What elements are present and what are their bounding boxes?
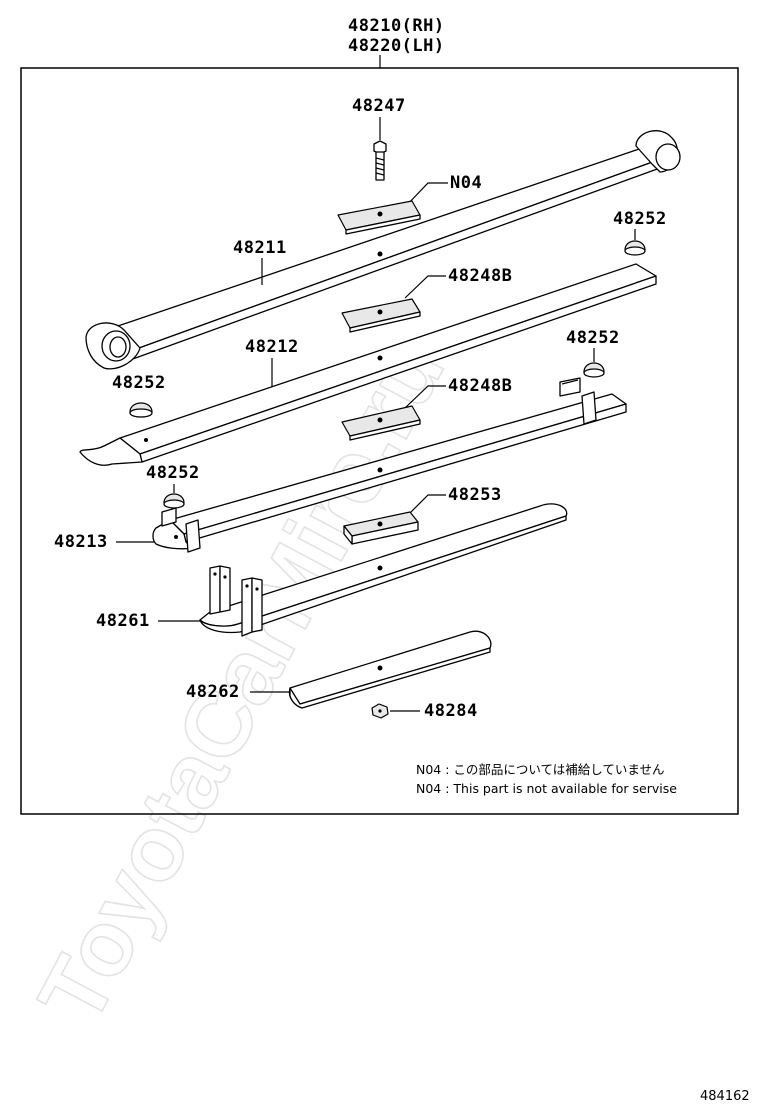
part-label-48248b-b[interactable]: 48248B bbox=[448, 376, 512, 396]
part-label-48253[interactable]: 48253 bbox=[448, 485, 502, 505]
part-label-48213[interactable]: 48213 bbox=[54, 532, 108, 552]
part-label-48252-a[interactable]: 48252 bbox=[613, 209, 667, 229]
part-label-48252-d[interactable]: 48252 bbox=[146, 463, 200, 483]
spacer-block[interactable] bbox=[343, 511, 419, 545]
note-japanese: N04 : この部品については補給していません bbox=[416, 762, 665, 777]
fifth-leaf-spring[interactable] bbox=[288, 630, 492, 709]
rubber-bumper-d[interactable] bbox=[163, 493, 185, 509]
part-label-48252-c[interactable]: 48252 bbox=[112, 373, 166, 393]
part-label-48212[interactable]: 48212 bbox=[245, 337, 299, 357]
rubber-bumper-a[interactable] bbox=[624, 240, 646, 256]
main-leaf-spring[interactable] bbox=[85, 130, 681, 370]
part-label-48248b-a[interactable]: 48248B bbox=[448, 266, 512, 286]
spring-seat-b[interactable] bbox=[341, 405, 421, 441]
hex-nut[interactable] bbox=[371, 703, 389, 719]
part-label-48252-b[interactable]: 48252 bbox=[566, 328, 620, 348]
n04-pad[interactable] bbox=[337, 200, 421, 235]
part-label-48247[interactable]: 48247 bbox=[352, 96, 406, 116]
diagram-frame bbox=[20, 67, 739, 815]
assembly-label-lh[interactable]: 48220(LH) bbox=[348, 36, 445, 56]
fourth-leaf-spring[interactable] bbox=[199, 503, 568, 637]
rubber-bumper-c[interactable] bbox=[129, 402, 153, 418]
center-bolt[interactable] bbox=[373, 140, 387, 181]
part-label-48284[interactable]: 48284 bbox=[424, 701, 478, 721]
part-label-48211[interactable]: 48211 bbox=[233, 238, 287, 258]
figure-number: 484162 bbox=[700, 1089, 750, 1104]
note-english: N04 : This part is not available for ser… bbox=[416, 781, 677, 796]
seat-b-leader bbox=[404, 385, 446, 409]
part-label-n04[interactable]: N04 bbox=[450, 173, 482, 193]
part-label-48262[interactable]: 48262 bbox=[186, 682, 240, 702]
third-leaf-spring[interactable] bbox=[152, 377, 627, 553]
watermark-text: ToyotaCarMire.ru bbox=[20, 325, 464, 1039]
second-leaf-spring[interactable] bbox=[79, 263, 657, 466]
spacer-leader bbox=[404, 494, 446, 519]
n04-leader bbox=[404, 182, 448, 208]
spring-seat-a[interactable] bbox=[341, 298, 421, 333]
part-label-48261[interactable]: 48261 bbox=[96, 611, 150, 631]
rubber-bumper-b[interactable] bbox=[583, 362, 605, 378]
assembly-label-rh[interactable]: 48210(RH) bbox=[348, 16, 445, 36]
seat-a-leader bbox=[404, 275, 446, 299]
